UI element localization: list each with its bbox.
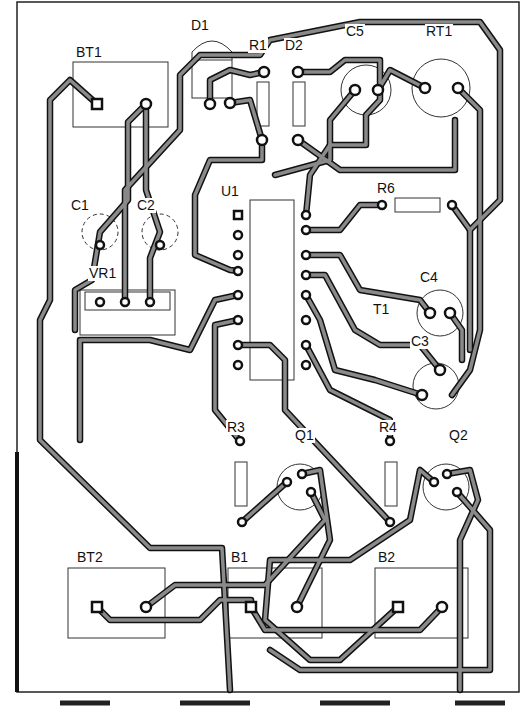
part-label: D1 <box>190 18 210 33</box>
board-outline <box>17 2 519 692</box>
part-label: U1 <box>220 184 240 199</box>
part-label: C5 <box>345 24 365 39</box>
part-label: C4 <box>419 270 439 285</box>
part-label: RT1 <box>425 24 453 39</box>
part-label: R3 <box>226 420 246 435</box>
part-label: D2 <box>284 38 304 53</box>
part-label: Q2 <box>448 428 469 443</box>
board-edge <box>15 452 19 692</box>
part-label: BT1 <box>75 45 103 60</box>
bottom-marks <box>60 701 505 706</box>
part-label: BT2 <box>76 550 104 565</box>
copper-traces <box>40 22 500 690</box>
component-outlines <box>68 41 470 638</box>
part-label: R1 <box>248 38 268 53</box>
part-label: T1 <box>372 302 390 317</box>
part-label: C1 <box>70 198 90 213</box>
part-label: Q1 <box>294 428 315 443</box>
part-label: R6 <box>376 181 396 196</box>
part-label: C3 <box>410 334 430 349</box>
part-label: B1 <box>230 550 249 565</box>
solder-pads <box>92 67 463 612</box>
part-label: VR1 <box>88 266 117 281</box>
part-label: C2 <box>136 198 156 213</box>
part-label: R4 <box>378 420 398 435</box>
part-label: B2 <box>377 550 396 565</box>
